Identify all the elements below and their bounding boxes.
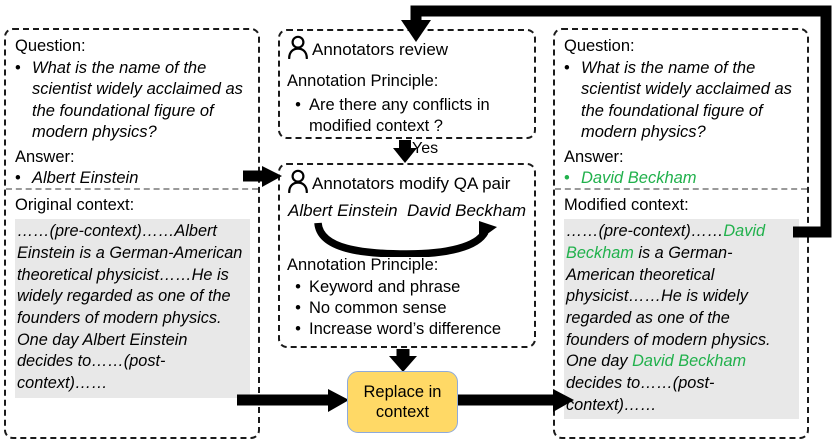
context-fragment-2: is a German-American theoretical physici… <box>17 244 243 349</box>
context-fragment-2: is a German-American theoretical physici… <box>566 244 771 371</box>
modify-bullet-text: No common sense <box>309 298 447 317</box>
right-question-bullet: • What is the name of the scientist wide… <box>564 58 799 144</box>
replace-node-text: Replace in context <box>364 382 442 422</box>
context-fragment-4: decides to……(post-context)…… <box>566 374 715 414</box>
context-fragment-1: Albert Einstein <box>17 222 217 263</box>
right-answer-text: David Beckham <box>581 169 697 188</box>
modify-box-title: Annotators modify QA pair <box>312 173 511 193</box>
right-context-section: Modified context: ……(pre-context)…… David… <box>555 190 807 420</box>
bullet-icon: • <box>295 320 301 339</box>
right-context-body: ……(pre-context)…… David Beckham is a Germ… <box>564 219 799 420</box>
review-bullet-text: Are there any conflicts in modified cont… <box>309 95 490 135</box>
modify-bullet-1: • No common sense <box>287 298 528 319</box>
modify-principle-label: Annotation Principle: <box>287 256 439 275</box>
left-answer-bullet: • Albert Einstein <box>15 168 250 189</box>
left-question-label: Question: <box>15 37 86 55</box>
bullet-icon: • <box>295 277 301 296</box>
context-fragment-3: David Beckham <box>632 352 747 371</box>
right-answer-bullet: • David Beckham <box>564 168 799 189</box>
right-answer-label: Answer: <box>564 147 624 166</box>
replace-node-line1: Replace in <box>363 382 442 401</box>
swap-curved-arrow <box>287 221 528 258</box>
review-box-header: Annotators review <box>287 35 527 64</box>
yes-branch-label: Yes <box>412 140 439 157</box>
bullet-icon: • <box>15 169 21 188</box>
replace-node-line2: context <box>375 403 430 421</box>
left-context-label: Original context: <box>15 196 135 214</box>
modify-bullet-2: • Increase word’s difference <box>287 319 528 340</box>
modify-box-header: Annotators modify QA pair <box>287 169 528 198</box>
bullet-icon: • <box>15 58 21 77</box>
left-question-text: What is the name of the scientist widely… <box>32 58 243 142</box>
review-bullet-0: • Are there any conflicts in modified co… <box>287 95 527 138</box>
right-question-label: Question: <box>564 37 635 55</box>
swap-target-entity: David Beckham <box>406 201 526 221</box>
left-context-body: ……(pre-context)……Albert Einstein is a Ge… <box>15 219 250 398</box>
left-qa-section: Question: • What is the name of the scie… <box>6 30 258 190</box>
context-fragment-0: ……(pre-context)…… <box>17 222 175 241</box>
modify-to-replace-arrow <box>389 349 417 372</box>
swap-source-entity: Albert Einstein <box>288 201 398 221</box>
review-principle-label: Annotation Principle: <box>287 72 439 91</box>
context-fragment-3: Albert Einstein <box>82 330 188 349</box>
left-question-bullet: • What is the name of the scientist wide… <box>15 58 250 144</box>
right-question-text: What is the name of the scientist widely… <box>581 58 792 142</box>
left-context-section: Original context: ……(pre-context)……Alber… <box>6 190 258 398</box>
modify-bullet-text: Increase word’s difference <box>309 320 501 339</box>
bullet-icon: • <box>564 169 570 188</box>
review-box-title: Annotators review <box>312 39 449 59</box>
modify-bullet-text: Keyword and phrase <box>309 277 461 296</box>
bullet-icon: • <box>295 298 301 317</box>
replace-in-context-node[interactable]: Replace in context <box>347 371 458 433</box>
person-icon <box>287 35 309 64</box>
right-qa-section: Question: • What is the name of the scie… <box>555 30 807 190</box>
bullet-icon: • <box>295 95 301 114</box>
bullet-icon: • <box>564 58 570 77</box>
entity-swap-row: Albert Einstein David Beckham <box>287 198 528 221</box>
left-answer-text: Albert Einstein <box>32 169 139 188</box>
left-qa-panel: Question: • What is the name of the scie… <box>4 28 260 439</box>
right-qa-panel: Question: • What is the name of the scie… <box>553 28 809 439</box>
left-answer-label: Answer: <box>15 147 75 166</box>
right-context-label: Modified context: <box>564 196 689 214</box>
context-fragment-0: ……(pre-context)…… <box>566 222 724 241</box>
person-icon <box>287 169 309 198</box>
annotators-modify-box: Annotators modify QA pair Albert Einstei… <box>278 163 536 348</box>
modify-bullet-0: • Keyword and phrase <box>287 277 528 298</box>
annotators-review-box: Annotators review Annotation Principle: … <box>278 29 536 139</box>
context-fragment-4: decides to……(post-context)…… <box>17 352 166 393</box>
